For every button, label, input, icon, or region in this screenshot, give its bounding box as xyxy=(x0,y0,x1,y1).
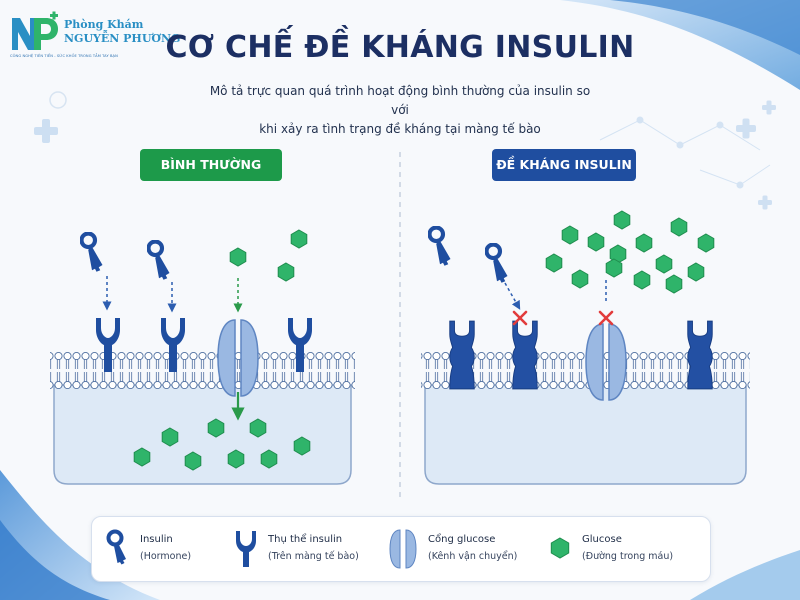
legend: Insulin (Hormone) Thụ thể insulin (Trên … xyxy=(91,516,711,582)
glucose-hexagon-icon xyxy=(550,537,570,559)
resistance-insulin-keys xyxy=(430,228,508,283)
legend-item-channel: Cổng glucose (Kênh vận chuyển) xyxy=(388,517,548,581)
legend-title: Insulin xyxy=(140,534,173,545)
block-x-icon xyxy=(512,310,614,326)
glucose-channel-icon xyxy=(389,529,417,569)
legend-subtitle: (Đường trong máu) xyxy=(582,551,674,562)
legend-title: Glucose xyxy=(582,534,622,545)
plus-sign-icon xyxy=(34,119,58,143)
clinic-name-line2: NGUYỄN PHƯƠNG xyxy=(64,32,181,45)
resistance-dashed-arrows xyxy=(504,280,607,310)
legend-item-insulin: Insulin (Hormone) xyxy=(92,517,252,581)
legend-item-receptor: Thụ thể insulin (Trên màng tế bào) xyxy=(234,517,394,581)
cell-membrane xyxy=(50,346,355,389)
legend-title: Thụ thể insulin xyxy=(268,534,343,545)
subtitle-line2: khi xảy ra tình trạng đề kháng tại màng … xyxy=(259,122,541,136)
clinic-logo[interactable]: Phòng Khám NGUYỄN PHƯƠNG CÔNG NGHỆ TIÊN … xyxy=(8,10,180,60)
leaf-drop-icon xyxy=(49,91,67,109)
legend-subtitle: (Hormone) xyxy=(140,551,192,562)
page-title: CƠ CHẾ ĐỀ KHÁNG INSULIN xyxy=(165,30,635,65)
receptor-icon xyxy=(236,531,256,567)
plus-sign-icon xyxy=(736,100,776,210)
normal-panel-label: BÌNH THƯỜNG xyxy=(140,149,282,181)
resistance-panel-label: ĐỀ KHÁNG INSULIN xyxy=(492,149,636,181)
legend-title: Cổng glucose xyxy=(428,534,496,545)
normal-cell xyxy=(50,346,355,485)
np-monogram-icon xyxy=(12,11,58,50)
resistance-glucose-outside xyxy=(545,210,715,294)
clinic-tagline: CÔNG NGHỆ TIÊN TIẾN - SỨC KHỎE TRONG TẦM… xyxy=(10,54,118,58)
subtitle-line1: Mô tả trực quan quá trình hoạt động bình… xyxy=(209,84,591,117)
legend-subtitle: (Kênh vận chuyển) xyxy=(428,551,518,562)
clinic-name-line1: Phòng Khám xyxy=(64,18,144,31)
molecule-pattern-icon xyxy=(599,116,771,189)
page-subtitle: Mô tả trực quan quá trình hoạt động bình… xyxy=(200,82,600,139)
normal-insulin-keys xyxy=(82,234,170,280)
normal-dashed-arrows xyxy=(102,276,177,313)
legend-item-glucose: Glucose (Đường trong máu) xyxy=(548,517,708,581)
insulin-key-icon xyxy=(106,529,126,565)
legend-subtitle: (Trên màng tế bào) xyxy=(268,551,359,562)
normal-glucose-outside xyxy=(229,229,308,282)
